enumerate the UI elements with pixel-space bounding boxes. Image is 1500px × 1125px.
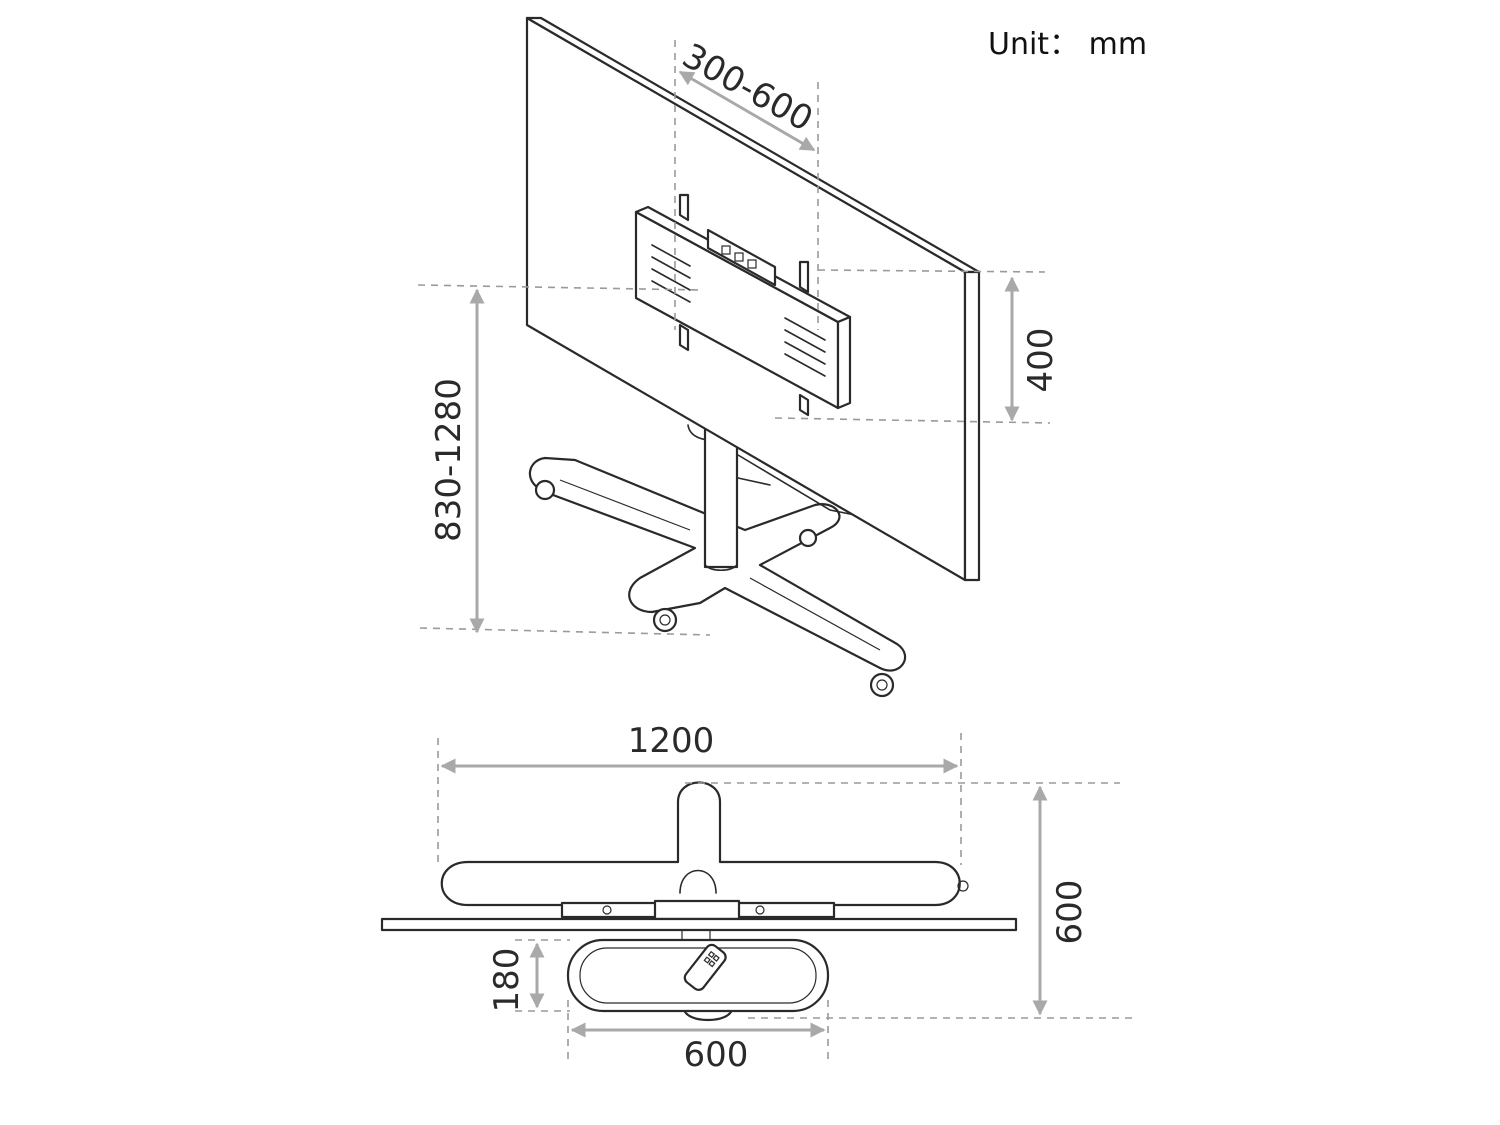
base-top-outline: [440, 781, 961, 907]
base-depth-label: 600: [1050, 880, 1090, 945]
panel-top-edge: [380, 917, 1018, 932]
base-width-label: 1200: [628, 721, 715, 761]
remote-control-icon: [683, 943, 727, 991]
vesa-width-arrow: [678, 70, 816, 152]
shelf-width-label: 600: [684, 1035, 749, 1075]
height-range-label: 830-1280: [429, 378, 469, 542]
extension-lines: [417, 40, 1051, 636]
top-view: [380, 733, 1135, 1060]
perspective-view: [417, 16, 1051, 698]
shelf-edge: [737, 454, 856, 516]
extension-lines-top: [437, 733, 1135, 1060]
vesa-bracket: [634, 193, 852, 417]
vesa-height-label: 400: [1021, 328, 1061, 393]
unit-label: Unit： mm: [988, 27, 1147, 62]
shelf-depth-label: 180: [487, 948, 527, 1013]
caster-wheels: [534, 479, 895, 698]
